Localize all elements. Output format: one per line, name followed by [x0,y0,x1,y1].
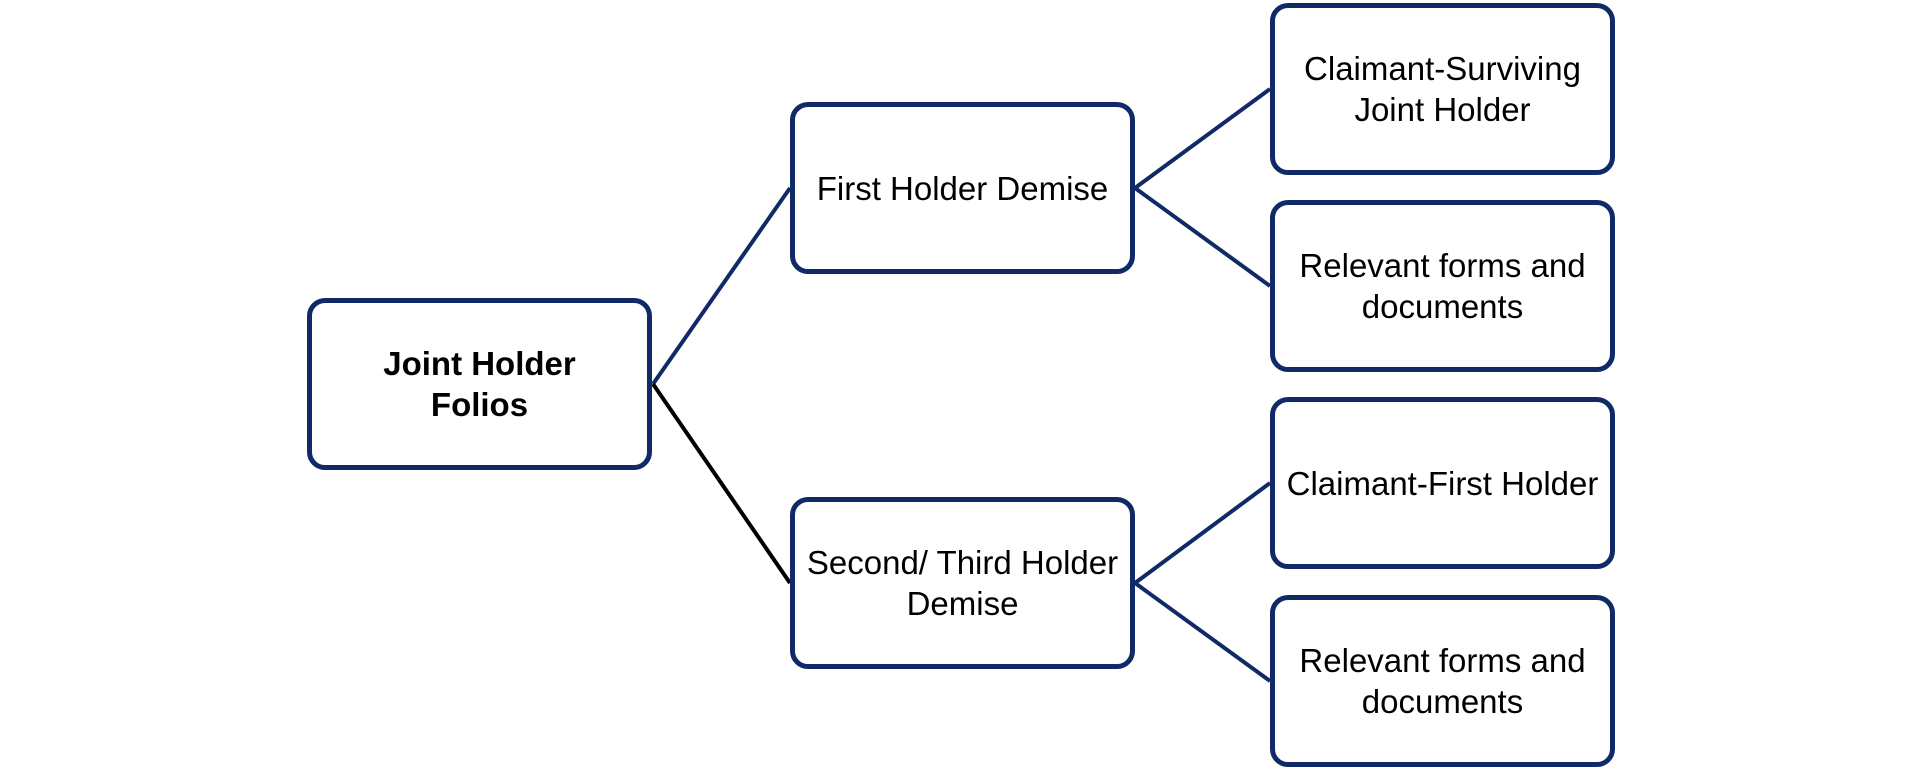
node-relevant-forms-documents-second: Relevant forms and documents [1270,595,1615,767]
connector-root-to-first-holder [651,186,792,386]
node-first-holder-demise: First Holder Demise [790,102,1135,274]
node-label-claimant-first-holder: Claimant-First Holder [1286,464,1599,502]
node-joint-holder-folios: Joint Holder Folios [307,298,652,470]
node-second-third-holder-demise: Second/ Third Holder Demise [790,497,1135,669]
connector-second-to-relevant-forms-2 [1133,581,1272,683]
node-label-relevant-forms-documents-first: Relevant forms and documents [1299,247,1586,325]
node-claimant-first-holder: Claimant-First Holder [1270,397,1615,569]
connector-first-to-relevant-forms-1 [1133,186,1272,288]
connector-root-to-second-third-holder [651,382,792,585]
node-label-claimant-surviving-joint-holder: Claimant-Surviving Joint Holder [1304,50,1581,128]
node-label-relevant-forms-documents-second: Relevant forms and documents [1299,642,1586,720]
connector-second-to-claimant-first [1133,481,1272,585]
node-label-first-holder-demise: First Holder Demise [816,169,1109,207]
node-label-second-third-holder-demise: Second/ Third Holder Demise [806,544,1119,622]
connector-first-to-claimant-surviving [1133,87,1272,190]
node-label-joint-holder-folios: Joint Holder Folios [383,345,576,423]
node-relevant-forms-documents-first: Relevant forms and documents [1270,200,1615,372]
node-claimant-surviving-joint-holder: Claimant-Surviving Joint Holder [1270,3,1615,175]
